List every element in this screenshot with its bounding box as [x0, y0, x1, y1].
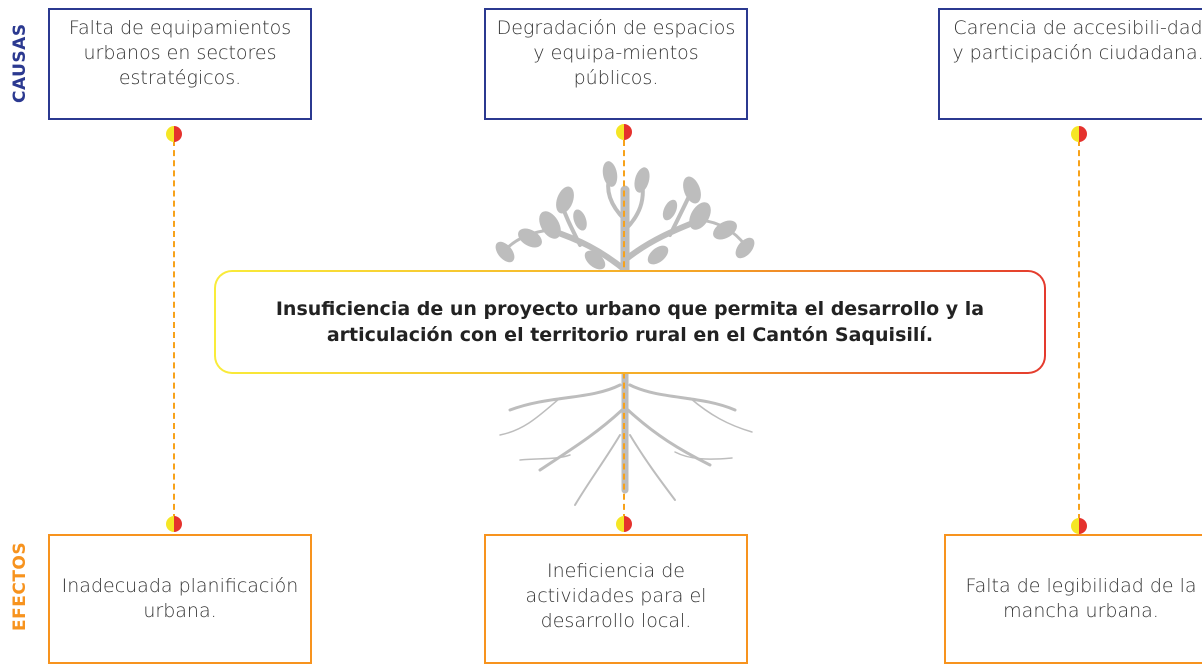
connector-dot: [166, 516, 182, 532]
connector-dot: [616, 516, 632, 532]
effects-label: EFECTOS: [10, 541, 30, 631]
effect-box: Ineficiencia de actividades para el desa…: [484, 534, 748, 664]
central-problem-text: Insuficiencia de un proyecto urbano que …: [216, 272, 1044, 372]
cause-box: Falta de equipamientos urbanos en sector…: [48, 8, 312, 120]
connector-dot: [616, 124, 632, 140]
cause-box: Degradación de espacios y equipa-mientos…: [484, 8, 748, 120]
tree-illustration: [495, 161, 755, 506]
connector-line-right: [1078, 140, 1080, 520]
cause-box: Carencia de accesibili-dad y participaci…: [938, 8, 1202, 120]
connector-dot: [1071, 518, 1087, 534]
central-problem-frame: Insuficiencia de un proyecto urbano que …: [214, 270, 1046, 374]
effect-box: Inadecuada planificación urbana.: [48, 534, 312, 664]
connector-dot: [1071, 126, 1087, 142]
connector-dot: [166, 126, 182, 142]
effect-box: Falta de legibilidad de la mancha urbana…: [944, 534, 1202, 664]
causes-label: CAUSAS: [10, 23, 30, 103]
connector-line-left: [173, 140, 175, 520]
